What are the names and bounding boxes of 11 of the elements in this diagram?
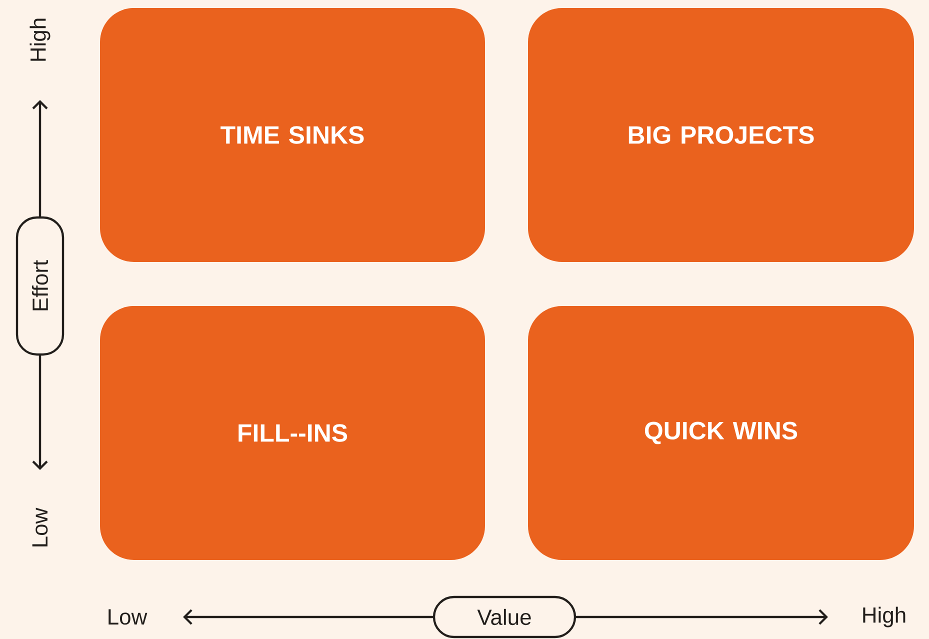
quadrant-box: QUICK WINS xyxy=(528,306,914,560)
axis-label: Low xyxy=(108,609,148,625)
node-label: Value xyxy=(477,608,531,626)
axis-label: Low xyxy=(32,508,48,546)
axis-pill: Value xyxy=(432,596,576,638)
axis-pill: Effort xyxy=(16,216,64,356)
quadrant-box: BIG PROJECTS xyxy=(528,8,914,262)
axis-label: High xyxy=(863,606,906,628)
quadrant-box: TIME SINKS xyxy=(100,8,485,262)
axis-label: High xyxy=(30,18,50,61)
quadrant-box: FILL--INS xyxy=(100,306,485,560)
